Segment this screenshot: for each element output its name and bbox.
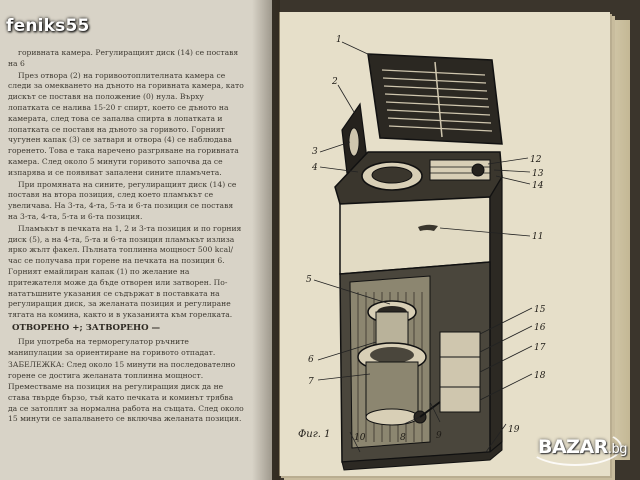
leader-lines [313, 41, 533, 453]
label-2: 2 [331, 77, 338, 87]
watermark-username: feniks55 [6, 16, 90, 36]
page-gutter-shadow [252, 0, 280, 480]
label-10: 10 [354, 433, 366, 443]
stove-illustration: 1 2 3 4 5 6 7 8 9 10 11 12 13 14 15 16 1… [298, 35, 546, 471]
label-3: 3 [312, 147, 318, 157]
figure-labels: 1 2 3 4 5 6 7 8 9 10 11 12 13 14 15 16 1… [298, 35, 546, 443]
right-page: 1 2 3 4 5 6 7 8 9 10 11 12 13 14 15 16 1… [279, 12, 610, 476]
note-paragraph: ЗАБЕЛЕЖКА: След около 15 минути на после… [8, 360, 244, 424]
site-logo-name: BAZAR [538, 436, 608, 458]
stove-lid [367, 53, 503, 145]
label-15: 15 [534, 305, 546, 315]
label-6: 6 [308, 355, 314, 365]
paragraph-2: При промяната на сините, регулиращият ди… [8, 179, 237, 221]
label-1: 1 [336, 35, 342, 45]
label-11: 11 [532, 232, 543, 242]
site-logo: BAZAR.bg [538, 436, 627, 458]
label-16: 16 [534, 323, 546, 333]
paragraph-3: Пламъкът в печката на 1, 2 и 3-та позици… [8, 223, 242, 320]
label-8: 8 [400, 433, 406, 443]
paragraph-0: горивната камера. Регулиращият диск (14)… [8, 48, 239, 68]
left-page: горивната камера. Регулиращият диск (14)… [0, 0, 272, 480]
label-18: 18 [534, 371, 546, 381]
label-19: 19 [508, 425, 520, 435]
stove-body-lower [339, 261, 491, 463]
label-17: 17 [534, 343, 546, 353]
label-9: 9 [436, 431, 442, 441]
figure-caption: Фиг. 1 [298, 429, 331, 440]
site-logo-tld: .bg [607, 442, 628, 457]
site-logo-arc-icon [528, 428, 622, 466]
label-12: 12 [530, 155, 542, 165]
paragraph-1: През отвора (2) на горивоотоплителната к… [8, 70, 244, 177]
instructions-text: горивната камера. Регулиращият диск (14)… [8, 48, 244, 426]
stove-base [341, 440, 503, 471]
label-7: 7 [308, 377, 314, 387]
stove-top [334, 151, 503, 205]
label-13: 13 [532, 169, 544, 179]
paragraph-5: При употреба на терморегулатор ръчните м… [8, 336, 216, 357]
label-5: 5 [306, 275, 312, 285]
label-14: 14 [532, 181, 544, 191]
stove-body-upper [339, 174, 503, 454]
section-heading: ОТВОРЕНО +; ЗАТВОРЕНО — [12, 322, 161, 333]
label-4: 4 [311, 163, 318, 173]
